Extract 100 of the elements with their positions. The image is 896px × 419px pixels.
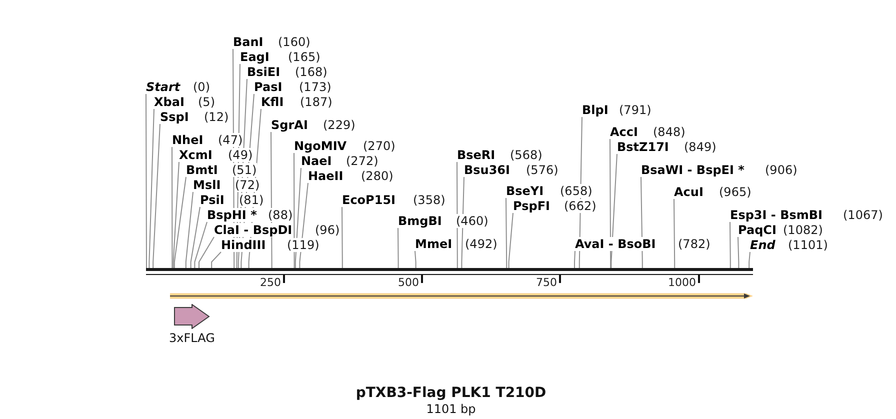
enzyme-name: MmeI — [415, 237, 452, 251]
leader-line — [185, 192, 194, 268]
cut-site-position: (782) — [678, 237, 710, 251]
cut-site-position: (492) — [465, 237, 498, 251]
cut-site-position: (906) — [765, 163, 798, 177]
enzyme-name: Bsu36I — [464, 163, 510, 177]
cut-site-position: (96) — [315, 223, 340, 237]
enzyme-name: MslI — [193, 178, 221, 192]
leader-line — [730, 222, 731, 268]
enzyme-name: BspHI * — [207, 208, 257, 222]
cut-site-position: (272) — [346, 154, 378, 168]
leader-line — [174, 176, 186, 268]
enzyme-name: PaqCI — [738, 223, 776, 237]
enzyme-name: BlpI — [582, 103, 608, 117]
cut-site-position: (280) — [361, 169, 394, 183]
cut-site-position: (51) — [232, 163, 257, 177]
cut-site-position: (568) — [510, 148, 542, 162]
leader-line — [610, 138, 612, 268]
leader-line — [748, 252, 750, 268]
cut-site-position: (173) — [299, 80, 332, 94]
enzyme-name: BstZ17I — [617, 140, 669, 154]
sequence-length: 1101 bp — [426, 402, 476, 416]
cut-site-position: (1067) — [843, 208, 883, 222]
sequence-end-label: Start — [146, 80, 180, 94]
enzyme-name: NaeI — [301, 154, 332, 168]
leader-line — [398, 228, 399, 268]
leader-line — [506, 198, 508, 268]
tick-label: 1000 — [668, 276, 696, 289]
map-title: pTXB3-Flag PLK1 T210D — [356, 385, 546, 401]
leader-line — [198, 236, 214, 268]
cut-site-position: (460) — [456, 214, 488, 228]
enzyme-name: AvaI - BsoBI — [575, 237, 656, 251]
cut-site-position: (848) — [653, 125, 686, 139]
cut-site-position: (1101) — [788, 238, 828, 252]
enzyme-name: PasI — [254, 80, 282, 94]
enzyme-name: AcuI — [674, 185, 704, 199]
leader-line — [508, 212, 514, 268]
enzyme-name: XcmI — [179, 148, 212, 162]
cut-site-position: (358) — [413, 193, 446, 207]
enzyme-name: BmgBI — [398, 214, 442, 228]
cut-site-position: (576) — [526, 163, 558, 177]
cut-site-position: (88) — [268, 208, 293, 222]
leader-line — [211, 252, 222, 268]
cut-site-position: (187) — [300, 95, 332, 109]
leader-line — [148, 108, 154, 268]
dna-backbone — [146, 268, 753, 275]
cut-site-position: (12) — [204, 110, 229, 124]
enzyme-name: Esp3I - BsmBI — [730, 208, 822, 222]
cut-site-position: (81) — [239, 193, 264, 207]
leader-line — [152, 124, 160, 268]
leader-line — [574, 250, 576, 268]
cut-site-position: (160) — [278, 35, 310, 49]
enzyme-name: BsiEI — [247, 65, 280, 79]
tick-label: 500 — [398, 276, 419, 289]
enzyme-name: BseYI — [506, 184, 544, 198]
enzyme-name: BseRI — [457, 148, 496, 162]
leader-line — [194, 222, 208, 268]
enzyme-name: SspI — [160, 110, 189, 124]
cut-site-position: (965) — [719, 185, 752, 199]
leader-line — [190, 206, 200, 268]
sequence-end-label: End — [750, 238, 776, 252]
enzyme-name: AccI — [610, 125, 638, 139]
enzyme-name: HaeII — [308, 169, 344, 183]
feature-label: 3xFLAG — [169, 331, 215, 345]
cut-site-position: (849) — [684, 140, 716, 154]
tick-label: 750 — [536, 276, 557, 289]
enzyme-name: EagI — [240, 50, 270, 64]
leader-line — [294, 152, 295, 268]
enzyme-name: NheI — [172, 133, 204, 147]
leader-line — [674, 198, 676, 268]
leader-line — [172, 162, 180, 268]
enzyme-name: BsaWI - BspEI * — [641, 163, 744, 177]
enzyme-name: SgrAI — [271, 118, 308, 132]
cut-site-position: (658) — [560, 184, 592, 198]
cut-site-position: (5) — [198, 95, 215, 109]
enzyme-name: XbaI — [154, 95, 184, 109]
cut-site-position: (168) — [295, 65, 328, 79]
enzyme-name: PspFI — [513, 199, 550, 213]
cut-site-position: (49) — [228, 148, 253, 162]
cut-site-position: (72) — [235, 178, 260, 192]
leader-line — [414, 250, 416, 268]
enzyme-name: KflI — [261, 95, 284, 109]
cut-site-position: (165) — [288, 50, 320, 64]
enzyme-name: NgoMIV — [294, 139, 347, 153]
enzyme-name: BanI — [233, 35, 264, 49]
cut-site-position: (0) — [193, 80, 210, 94]
enzyme-name: BmtI — [186, 163, 218, 177]
cut-site-position: (229) — [323, 118, 356, 132]
enzyme-name: ClaI - BspDI — [214, 223, 292, 237]
leader-line — [738, 236, 740, 268]
enzyme-name: EcoP15I — [342, 193, 396, 207]
leader-line — [146, 94, 147, 268]
cut-site-position: (47) — [218, 133, 243, 147]
enzyme-name: PsiI — [200, 193, 224, 207]
cut-site-position: (119) — [287, 238, 320, 252]
tick-label: 250 — [260, 276, 281, 289]
cut-site-position: (1082) — [783, 223, 823, 237]
leader-line — [610, 154, 618, 268]
cut-site-position: (662) — [564, 199, 596, 213]
cut-site-position: (270) — [363, 139, 396, 153]
